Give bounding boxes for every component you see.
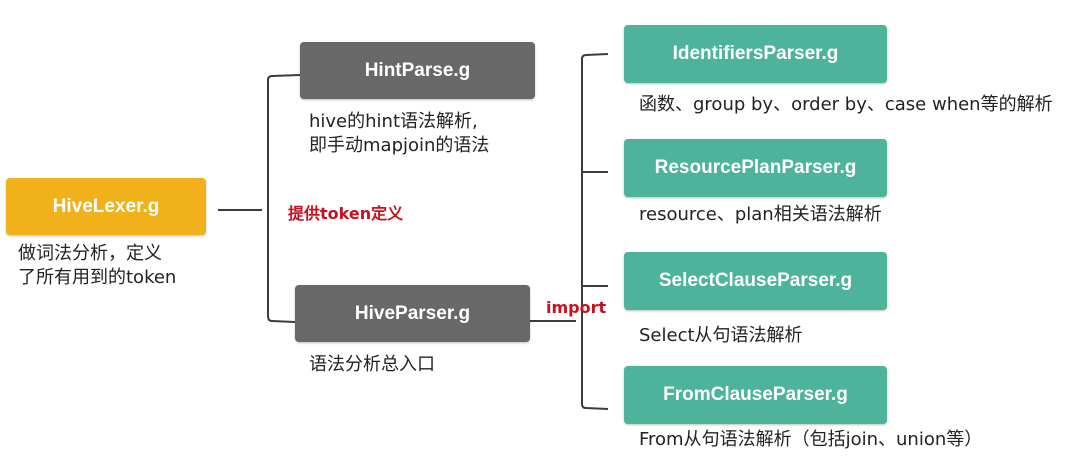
- selectclauseparser-label: SelectClauseParser.g: [658, 270, 853, 291]
- bracket-parsers: [267, 74, 301, 323]
- hiveparser-node: HiveParser.g: [295, 285, 530, 342]
- fromclauseparser-description: From从句语法解析（包括join、union等）: [639, 429, 983, 450]
- fromclauseparser-node: FromClauseParser.g: [624, 366, 887, 424]
- hiveparser-description: 语法分析总入口: [309, 354, 435, 375]
- identifiersparser-node: IdentifiersParser.g: [624, 25, 887, 83]
- token-definition-label: 提供token定义: [288, 204, 404, 223]
- hivelexer-description: 做词法分析，定义 了所有用到的token: [18, 243, 177, 288]
- hintparse-label: HintParse.g: [364, 59, 471, 81]
- hintparse-description: hive的hint语法解析, 即手动mapjoin的语法: [309, 111, 490, 156]
- hivelexer-node: HiveLexer.g: [6, 178, 206, 235]
- import-label: import: [546, 298, 607, 317]
- bracket-imported: [581, 53, 609, 410]
- identifiersparser-description: 函数、group by、order by、case when等的解析: [639, 94, 1053, 115]
- hiveparser-label: HiveParser.g: [354, 302, 471, 324]
- selectclauseparser-description: Select从句语法解析: [639, 325, 803, 346]
- fromclauseparser-label: FromClauseParser.g: [663, 384, 848, 405]
- resourceplanparser-description: resource、plan相关语法解析: [639, 204, 882, 225]
- hintparse-node: HintParse.g: [300, 42, 535, 99]
- resourceplanparser-node: ResourcePlanParser.g: [624, 139, 887, 197]
- selectclauseparser-node: SelectClauseParser.g: [624, 252, 887, 310]
- hivelexer-label: HiveLexer.g: [52, 195, 160, 217]
- identifiersparser-label: IdentifiersParser.g: [672, 43, 839, 64]
- resourceplanparser-label: ResourcePlanParser.g: [654, 157, 857, 178]
